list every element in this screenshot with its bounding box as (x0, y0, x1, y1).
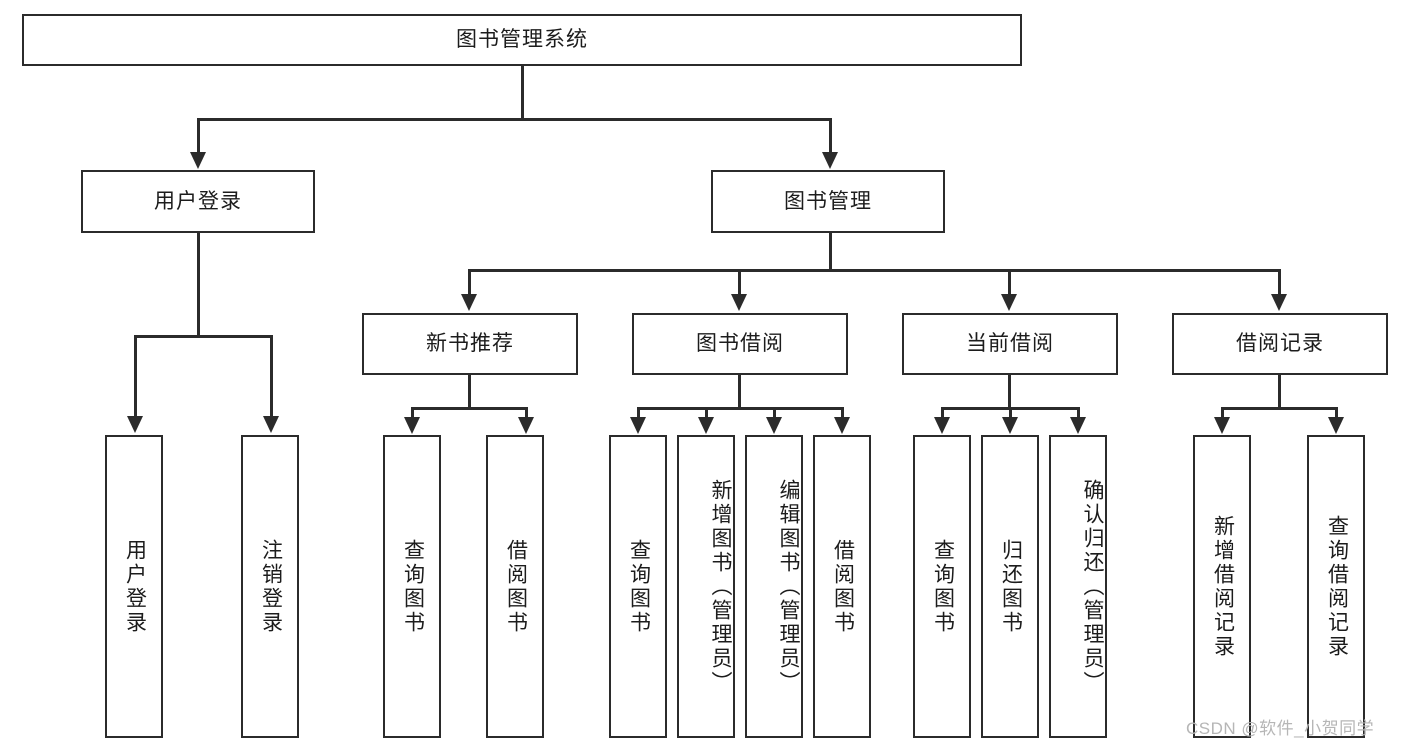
arrowhead-to-user-login (190, 152, 206, 169)
node-label: 注销登录 (259, 538, 283, 635)
arrowhead-to-bb-borrow (834, 417, 850, 434)
arrowhead-to-bb-add (698, 417, 714, 434)
node-label: 新书推荐 (426, 332, 514, 356)
leaf-borrow-add-book[interactable]: 新增图书（管理员） (677, 435, 735, 738)
node-label: 查询图书 (627, 538, 651, 635)
node-current-borrow[interactable]: 当前借阅 (902, 313, 1118, 375)
connector-root-stem (521, 66, 524, 118)
leaf-borrow-borrow-book[interactable]: 借阅图书 (813, 435, 871, 738)
connector-to-bb-edit (773, 407, 776, 419)
arrowhead-to-cb-confirm (1070, 417, 1086, 434)
node-user-login[interactable]: 用户登录 (81, 170, 315, 233)
connector-to-borrow-record (1278, 269, 1281, 296)
connector-to-current-borrow (1008, 269, 1011, 296)
node-borrow-record[interactable]: 借阅记录 (1172, 313, 1388, 375)
connector-book-borrow-bus (637, 407, 841, 410)
connector-to-bb-borrow (841, 407, 844, 419)
connector-borrow-record-stem (1278, 375, 1281, 407)
leaf-borrow-query[interactable]: 查询图书 (609, 435, 667, 738)
arrowhead-to-nb-borrow (518, 417, 534, 434)
connector-borrow-record-bus (1221, 407, 1337, 410)
connector-new-book-stem (468, 375, 471, 407)
arrowhead-to-leaf-logout (263, 416, 279, 433)
arrowhead-to-nb-query (404, 417, 420, 434)
connector-to-rec-query (1335, 407, 1338, 419)
arrowhead-to-current-borrow (1001, 294, 1017, 311)
connector-to-cb-return (1009, 407, 1012, 419)
connector-to-bb-add (705, 407, 708, 419)
connector-to-user-login (197, 118, 200, 154)
connector-level2-bus (468, 269, 1280, 272)
node-label: 用户登录 (123, 538, 147, 635)
connector-book-borrow-stem (738, 375, 741, 407)
arrowhead-to-cb-query (934, 417, 950, 434)
connector-to-new-book (468, 269, 471, 296)
arrowhead-to-rec-add (1214, 417, 1230, 434)
node-label: 用户登录 (154, 189, 242, 213)
connector-to-bb-query (637, 407, 640, 419)
connector-level1-bus (197, 118, 831, 121)
node-label: 查询借阅记录 (1325, 514, 1349, 659)
arrowhead-to-book-borrow (731, 294, 747, 311)
connector-user-login-stem (197, 233, 200, 335)
connector-to-book-manage (829, 118, 832, 154)
node-label: 当前借阅 (966, 332, 1054, 356)
leaf-new-book-query[interactable]: 查询图书 (383, 435, 441, 738)
connector-to-cb-confirm (1077, 407, 1080, 419)
node-new-book-recommend[interactable]: 新书推荐 (362, 313, 578, 375)
leaf-current-query[interactable]: 查询图书 (913, 435, 971, 738)
connector-to-rec-add (1221, 407, 1224, 419)
connector-user-login-bus (134, 335, 272, 338)
leaf-record-query[interactable]: 查询借阅记录 (1307, 435, 1365, 738)
node-label: 图书管理系统 (456, 28, 588, 52)
connector-to-cb-query (941, 407, 944, 419)
leaf-current-return[interactable]: 归还图书 (981, 435, 1039, 738)
arrowhead-to-leaf-user-login (127, 416, 143, 433)
node-label: 新增借阅记录 (1211, 514, 1235, 659)
connector-to-leaf-user-login (134, 335, 137, 418)
node-book-management[interactable]: 图书管理 (711, 170, 945, 233)
leaf-borrow-edit-book[interactable]: 编辑图书（管理员） (745, 435, 803, 738)
arrowhead-to-borrow-record (1271, 294, 1287, 311)
connector-book-manage-stem (829, 233, 832, 269)
node-label: 查询图书 (401, 538, 425, 635)
node-label: 借阅图书 (831, 538, 855, 635)
leaf-logout[interactable]: 注销登录 (241, 435, 299, 738)
arrowhead-to-book-manage (822, 152, 838, 169)
leaf-record-add[interactable]: 新增借阅记录 (1193, 435, 1251, 738)
connector-to-leaf-logout (270, 335, 273, 418)
watermark-text: CSDN @软件_小贺同学 (1186, 719, 1375, 738)
arrowhead-to-rec-query (1328, 417, 1344, 434)
arrowhead-to-bb-edit (766, 417, 782, 434)
connector-to-nb-borrow (525, 407, 528, 419)
node-label: 归还图书 (999, 538, 1023, 635)
connector-new-book-bus (411, 407, 527, 410)
connector-to-nb-query (411, 407, 414, 419)
connector-to-book-borrow (738, 269, 741, 296)
node-root-book-management-system[interactable]: 图书管理系统 (22, 14, 1022, 66)
node-label: 新增图书（管理员） (709, 478, 732, 695)
node-label: 图书借阅 (696, 332, 784, 356)
leaf-new-book-borrow[interactable]: 借阅图书 (486, 435, 544, 738)
node-label: 编辑图书（管理员） (777, 478, 800, 695)
leaf-user-login[interactable]: 用户登录 (105, 435, 163, 738)
arrowhead-to-bb-query (630, 417, 646, 434)
arrowhead-to-new-book (461, 294, 477, 311)
node-label: 借阅图书 (504, 538, 528, 635)
node-label: 确认归还（管理员） (1081, 478, 1104, 695)
leaf-current-confirm-return[interactable]: 确认归还（管理员） (1049, 435, 1107, 738)
arrowhead-to-cb-return (1002, 417, 1018, 434)
node-label: 查询图书 (931, 538, 955, 635)
node-label: 借阅记录 (1236, 332, 1324, 356)
node-book-borrow[interactable]: 图书借阅 (632, 313, 848, 375)
connector-current-borrow-stem (1008, 375, 1011, 407)
node-label: 图书管理 (784, 189, 872, 213)
